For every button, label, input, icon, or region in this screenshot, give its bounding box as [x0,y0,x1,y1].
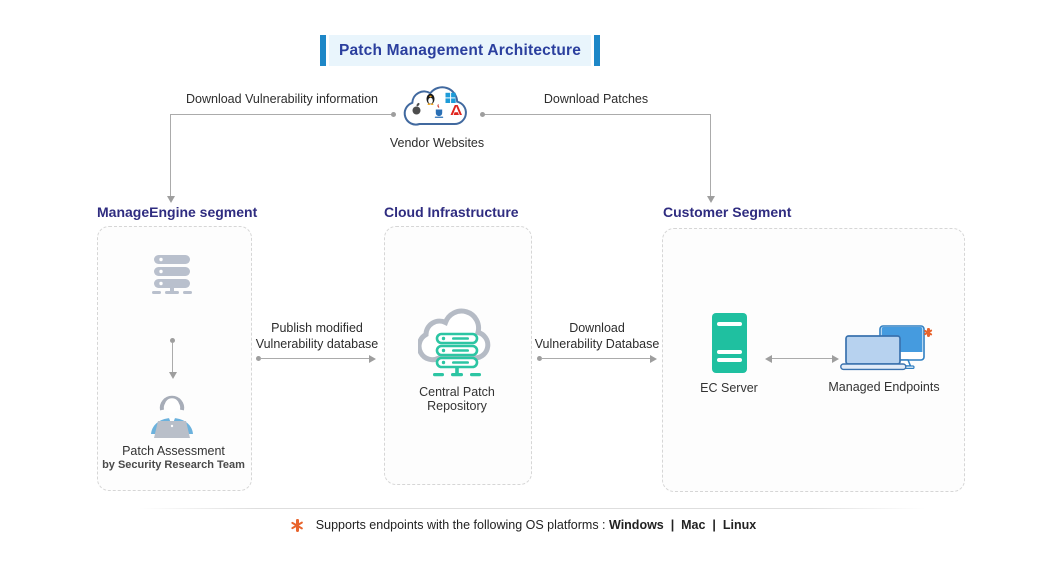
arrowhead-right-icon [369,355,376,363]
managed-endpoints-icon [840,325,925,371]
vendor-websites-label: Vendor Websites [389,136,485,150]
footnote-asterisk-icon [291,518,304,532]
manageengine-segment-box [97,226,252,491]
arrowhead-right-icon [832,355,839,363]
connector-line [170,114,171,196]
connector-line [260,358,370,359]
title-banner: Patch Management Architecture [320,35,600,66]
connector-line [170,114,393,115]
download-vuln-db-label-line1: Download [569,321,625,335]
cloud-infrastructure-heading: Cloud Infrastructure [384,204,519,220]
arrowhead-down-icon [707,196,715,203]
central-patch-caption-line2: Repository [427,399,487,413]
download-patches-label: Download Patches [543,92,649,106]
managed-endpoints-label: Managed Endpoints [828,380,940,394]
windows-logo [445,92,456,103]
server-stack-icon [152,255,192,294]
footnote-platforms: Windows | Mac | Linux [609,518,757,532]
connector-dot [480,112,485,117]
title-accent-bar-left [320,35,326,66]
connector-dot [170,338,175,343]
connector-dot [256,356,261,361]
connector-line [483,114,710,115]
manageengine-segment-heading: ManageEngine segment [97,204,258,220]
cloud-repository-icon [418,308,491,377]
ec-server-label: EC Server [700,381,758,395]
connector-dot [537,356,542,361]
connector-line [771,358,833,359]
vendor-cloud-icon [403,86,467,126]
connector-line [541,358,651,359]
page-title: Patch Management Architecture [329,35,591,66]
footnote: Supports endpoints with the following OS… [0,518,1047,532]
footnote-text: Supports endpoints with the following OS… [315,518,610,532]
arrowhead-down-icon [169,372,177,379]
security-analyst-icon [151,395,193,438]
download-vuln-db-label-line2: Vulnerability Database [534,337,660,351]
adobe-logo [450,105,462,115]
publish-modified-label-line1: Publish modified [271,321,363,335]
arrowhead-left-icon [765,355,772,363]
publish-modified-label-line2: Vulnerability database [255,337,379,351]
connector-line [710,114,711,196]
patch-assessment-caption: Patch Assessment [122,444,225,458]
connector-line [172,343,173,373]
central-patch-caption-line1: Central Patch [419,385,495,399]
security-research-team-subcaption: by Security Research Team [102,459,245,471]
download-vuln-info-label: Download Vulnerability information [186,92,378,106]
linux-tux-logo [426,93,435,105]
apple-logo [412,102,421,115]
customer-segment-heading: Customer Segment [663,204,792,220]
footnote-divider [138,508,926,509]
java-logo [434,104,444,118]
endpoints-footnote-asterisk-icon [924,328,934,337]
laptop-icon [840,335,907,371]
arrowhead-down-icon [167,196,175,203]
title-accent-bar-right [594,35,600,66]
arrowhead-right-icon [650,355,657,363]
ec-server-icon [712,313,747,373]
connector-dot [391,112,396,117]
